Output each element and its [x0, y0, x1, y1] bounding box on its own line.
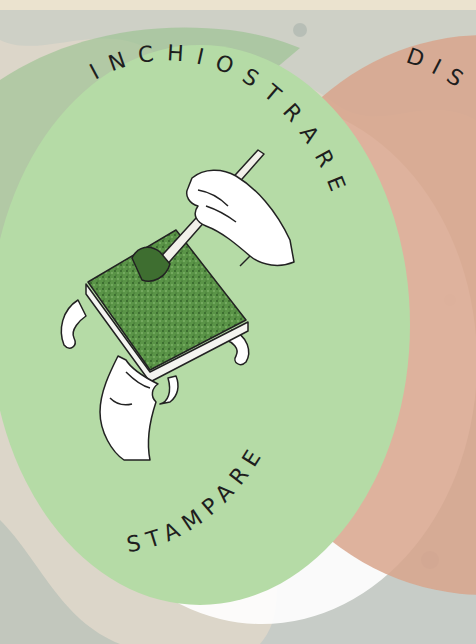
step-label: DIS [403, 43, 467, 92]
step-label: STAMPARE [125, 446, 266, 557]
